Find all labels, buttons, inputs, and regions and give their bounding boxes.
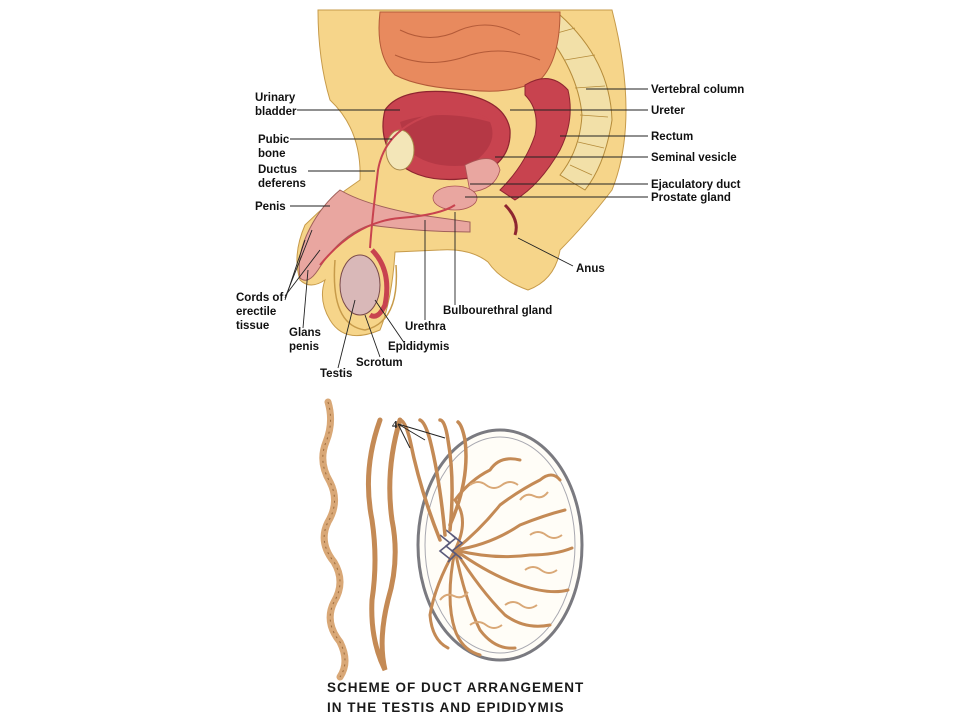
ductus-deferens-scheme [319,398,349,681]
pubic-bone-shape [385,129,415,171]
label-epididymis: Epididymis [388,341,449,353]
anus-shape [503,203,518,236]
label-bladder-line1: Urinary [255,92,296,104]
label-cords-line3: tissue [236,320,269,332]
anatomy-labels: Vertebral column Ureter Rectum Seminal v… [236,84,744,380]
label-cords-line1: Cords of [236,292,283,304]
label-bladder-line2: bladder [255,106,297,118]
urethra-path [319,204,456,266]
label-penis: Penis [255,201,286,213]
rectum-shape [499,78,571,201]
leader-lines [284,88,648,369]
duct-scheme-caption: SCHEME OF DUCT ARRANGEMENT IN THE TESTIS… [327,680,584,715]
label-scrotum: Scrotum [356,357,403,369]
label-pubic-line2: bone [258,148,285,160]
label-pubic-line1: Pubic [258,134,290,146]
scrotum-shape [333,259,398,331]
testis-oval [416,428,584,662]
label-bulbourethral-gland: Bulbourethral gland [443,305,552,317]
label-ductus-line1: Ductus [258,164,297,176]
caption-line-2: IN THE TESTIS AND EPIDIDYMIS [327,700,565,715]
label-ejaculatory-duct: Ejaculatory duct [651,179,741,191]
label-ductus-line2: deferens [258,178,306,190]
label-urethra: Urethra [405,321,447,333]
caption-line-1: SCHEME OF DUCT ARRANGEMENT [327,680,584,695]
sagittal-section-illustration [296,9,627,337]
vertebral-column-shape [539,14,613,191]
label-prostate-gland: Prostate gland [651,192,731,204]
label-rectum: Rectum [651,131,693,143]
label-testis: Testis [320,368,352,380]
epididymis-duct [365,417,403,672]
label-seminal-vesicle: Seminal vesicle [651,152,737,164]
ductus-deferens-path [369,110,489,249]
epididymis-shape [368,248,390,319]
seminiferous-tubules [428,457,574,657]
testis-shape [339,254,381,316]
efferent-ducts [398,418,468,542]
prostate-shape [432,185,478,211]
label-glans-penis-line2: penis [289,341,319,353]
marker-4: 4 [392,419,398,431]
intestines-shape [378,11,561,92]
label-glans-penis-line1: Glans [289,327,321,339]
marker-4-lines [397,423,446,449]
label-ureter: Ureter [651,105,685,117]
label-vertebral-column: Vertebral column [651,84,744,96]
label-cords-line2: erectile [236,306,276,318]
duct-scheme-illustration: 4 [319,398,584,681]
rete-testis [438,529,464,563]
label-anus: Anus [576,263,605,275]
